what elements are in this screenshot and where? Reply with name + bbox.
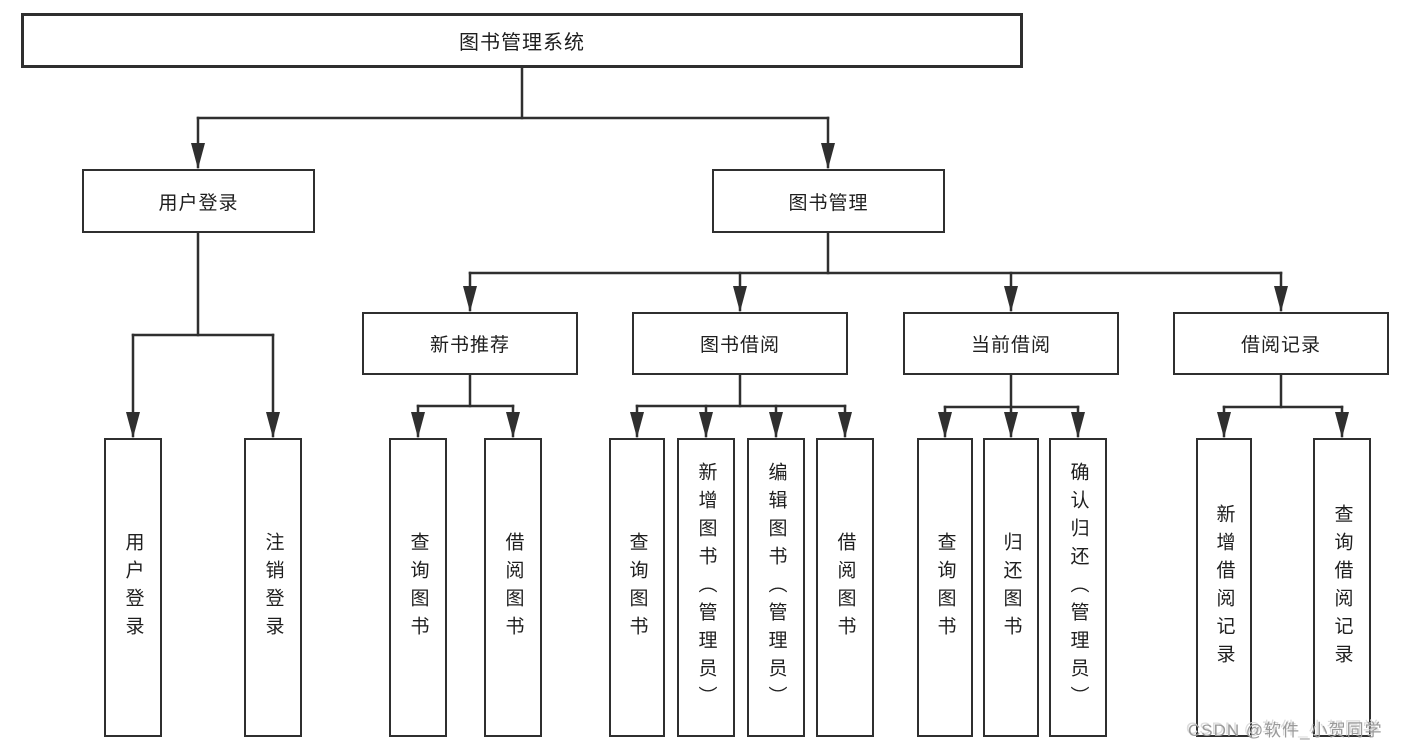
node-label: 确认归还（管理员） bbox=[1067, 461, 1089, 714]
node-user-login-group: 用户登录 bbox=[82, 169, 315, 233]
node-label: 借阅记录 bbox=[1240, 335, 1321, 356]
node-label: 注销登录 bbox=[262, 531, 284, 644]
node-library-system: 图书管理系统 bbox=[21, 13, 1023, 68]
connector-book-borrow-to-leaves bbox=[630, 373, 852, 438]
connector-borrow-records-to-leaves bbox=[1217, 373, 1349, 438]
node-label: 用户登录 bbox=[122, 531, 144, 644]
node-book-borrow: 图书借阅 bbox=[632, 312, 848, 375]
node-leaf-logout: 注销登录 bbox=[244, 438, 302, 737]
node-leaf-return-book: 归还图书 bbox=[983, 438, 1039, 737]
node-label: 归还图书 bbox=[1000, 531, 1022, 644]
node-label: 图书管理系统 bbox=[459, 32, 585, 54]
node-leaf-query-books-2: 查询图书 bbox=[609, 438, 665, 737]
node-label: 新书推荐 bbox=[429, 335, 510, 356]
node-leaf-add-borrow-record: 新增借阅记录 bbox=[1196, 438, 1252, 737]
node-leaf-borrow-books-1: 借阅图书 bbox=[484, 438, 542, 737]
node-leaf-edit-book-admin: 编辑图书（管理员） bbox=[747, 438, 805, 737]
node-label: 查询图书 bbox=[407, 531, 429, 644]
connector-book-mgmt-to-level3 bbox=[463, 231, 1288, 312]
connector-user-login-to-leaves bbox=[126, 231, 280, 438]
node-leaf-user-login: 用户登录 bbox=[104, 438, 162, 737]
node-label: 新增借阅记录 bbox=[1213, 503, 1235, 672]
node-leaf-borrow-books-2: 借阅图书 bbox=[816, 438, 874, 737]
node-borrow-records: 借阅记录 bbox=[1173, 312, 1389, 375]
node-label: 查询图书 bbox=[934, 531, 956, 644]
connector-root-to-level2 bbox=[191, 66, 835, 169]
node-leaf-query-books-3: 查询图书 bbox=[917, 438, 973, 737]
node-label: 查询图书 bbox=[626, 531, 648, 644]
connector-current-borrow-to-leaves bbox=[938, 373, 1085, 438]
node-new-book-recommend: 新书推荐 bbox=[362, 312, 578, 375]
node-label: 当前借阅 bbox=[970, 335, 1051, 356]
connector-new-book-to-leaves bbox=[411, 373, 520, 438]
node-leaf-add-book-admin: 新增图书（管理员） bbox=[677, 438, 735, 737]
csdn-watermark: CSDN @软件_小贺同学 bbox=[1188, 721, 1383, 740]
node-label: 用户登录 bbox=[158, 192, 239, 214]
node-current-borrow: 当前借阅 bbox=[903, 312, 1119, 375]
node-label: 图书管理 bbox=[788, 192, 869, 214]
node-label: 借阅图书 bbox=[834, 531, 856, 644]
node-leaf-confirm-return-admin: 确认归还（管理员） bbox=[1049, 438, 1107, 737]
node-book-management: 图书管理 bbox=[712, 169, 945, 233]
node-label: 编辑图书（管理员） bbox=[765, 461, 787, 714]
node-label: 借阅图书 bbox=[502, 531, 524, 644]
node-label: 查询借阅记录 bbox=[1331, 503, 1353, 672]
node-label: 新增图书（管理员） bbox=[695, 461, 717, 714]
node-leaf-query-borrow-record: 查询借阅记录 bbox=[1313, 438, 1371, 737]
node-leaf-query-books-1: 查询图书 bbox=[389, 438, 447, 737]
node-label: 图书借阅 bbox=[699, 335, 780, 356]
